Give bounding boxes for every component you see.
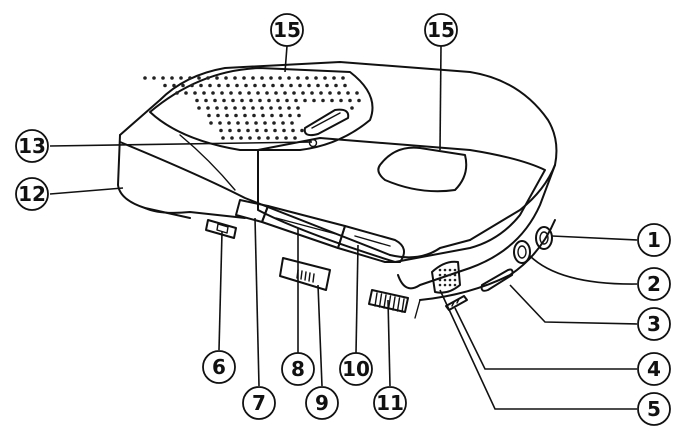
callout-9: 9 [305,386,339,420]
callout-4: 4 [637,352,671,386]
jacks [513,226,553,264]
svg-text:13: 13 [18,134,46,158]
svg-text:15: 15 [273,18,301,42]
svg-text:10: 10 [342,357,370,381]
callout-14: 15 [270,13,304,47]
callout-12: 12 [15,177,49,211]
callout-15: 15 [424,13,458,47]
callout-13: 13 [15,129,49,163]
callout-7: 7 [242,386,276,420]
svg-text:11: 11 [376,391,404,415]
callout-6: 6 [202,350,236,384]
side-slot [480,268,514,292]
callout-3: 3 [637,307,671,341]
callout-8: 8 [281,352,315,386]
lid-latch [308,138,318,148]
ribbed-dial [368,289,409,313]
svg-text:2: 2 [647,272,661,296]
callout-10: 10 [339,352,373,386]
svg-text:12: 12 [18,182,46,206]
svg-text:15: 15 [427,18,455,42]
front-buttons [235,199,405,263]
device-body [117,61,558,319]
callout-11: 11 [373,386,407,420]
callout-2: 2 [637,267,671,301]
cassette-lid [257,137,546,263]
top-slot [303,108,350,137]
svg-text:7: 7 [252,391,266,415]
callout-5: 5 [637,392,671,426]
grille-dots [143,76,361,140]
svg-text:1: 1 [647,228,661,252]
svg-text:6: 6 [212,355,226,379]
leader-lines [49,45,638,410]
svg-text:9: 9 [315,391,329,415]
svg-text:8: 8 [291,357,305,381]
svg-text:5: 5 [647,397,661,421]
bottom-slider [279,257,331,291]
callout-1: 1 [637,223,671,257]
svg-text:3: 3 [647,312,661,336]
callout-labels: 15 15 13 12 1 2 3 4 [15,13,671,426]
speaker-grille [149,67,374,191]
left-switch [205,219,237,239]
svg-text:4: 4 [647,357,661,381]
